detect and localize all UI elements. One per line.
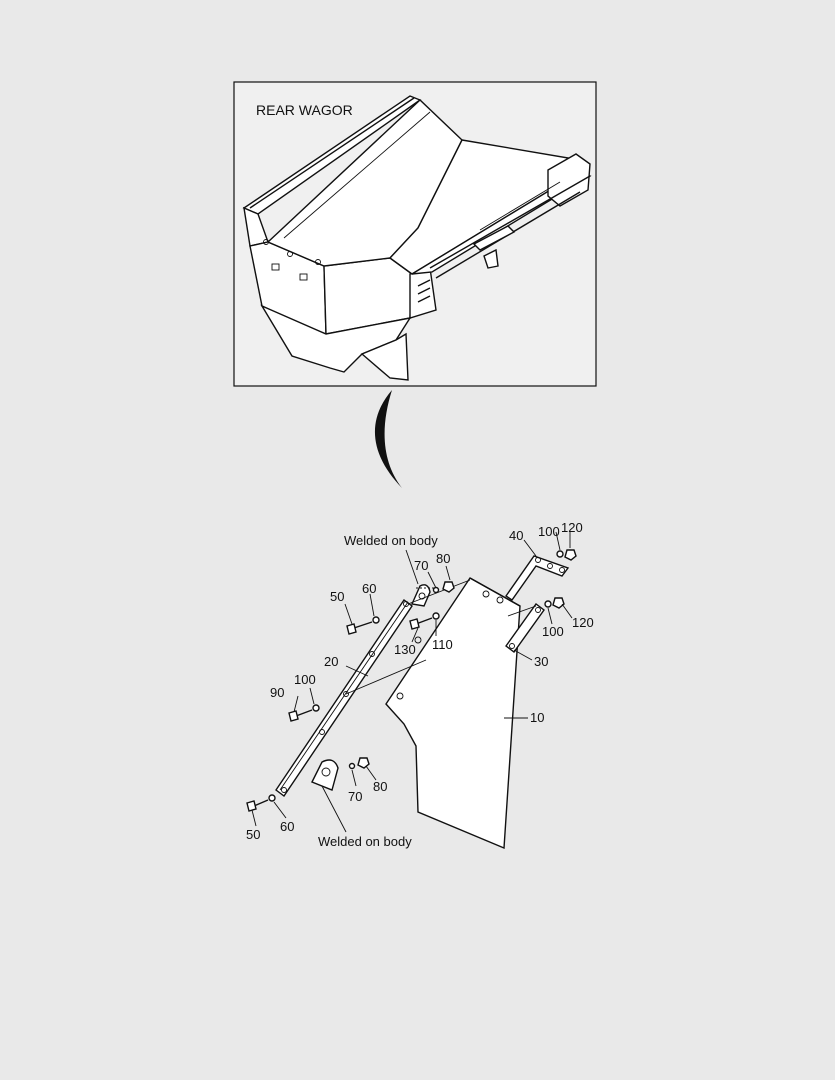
annotation-welded-top: Welded on body — [344, 533, 438, 548]
bolt-50-bottom — [246, 799, 269, 812]
washer-110 — [432, 612, 440, 620]
rear-wagon-body-illustration — [242, 95, 592, 381]
callout-80-bottom: 80 — [373, 779, 387, 794]
callout-50-top: 50 — [330, 589, 344, 604]
callout-20: 20 — [324, 654, 338, 669]
washer-60-bottom — [268, 794, 276, 802]
inset-title: REAR WAGOR — [256, 102, 353, 118]
callout-70-bottom: 70 — [348, 789, 362, 804]
inset-overview: REAR WAGOR — [233, 81, 597, 387]
callout-110: 110 — [432, 637, 453, 652]
washer-100-left — [312, 704, 320, 712]
callout-100-left: 100 — [294, 672, 316, 687]
callout-40: 40 — [509, 528, 523, 543]
callout-100-top-right: 100 — [538, 524, 560, 539]
exploded-view: 10 20 30 40 50 50 60 60 70 70 80 80 90 1… — [246, 520, 594, 850]
nut-80-bottom — [357, 757, 370, 769]
callout-70-top: 70 — [414, 558, 428, 573]
welded-lug-bottom — [311, 759, 339, 791]
callout-60-bottom: 60 — [280, 819, 294, 834]
bolt-90 — [288, 709, 313, 722]
callout-10: 10 — [530, 710, 544, 725]
part-30-bracket — [505, 603, 545, 653]
assembly-line-30 — [507, 605, 537, 617]
callout-80-top: 80 — [436, 551, 450, 566]
nut-120-top-right — [564, 549, 577, 561]
callout-120-top-right: 120 — [561, 520, 583, 535]
welded-lug-top — [410, 584, 436, 607]
bolt-50-top — [346, 621, 373, 635]
callout-120-right: 120 — [572, 615, 594, 630]
callout-labels: 10 20 30 40 50 50 60 60 70 70 80 80 90 1… — [246, 520, 594, 842]
part-10-mud-guard-plate — [385, 577, 521, 850]
washer-60-top — [372, 616, 380, 624]
callout-30: 30 — [534, 654, 548, 669]
washer-100-right — [544, 600, 552, 608]
part-20-support-bar — [275, 598, 413, 798]
washer-70-top — [432, 586, 440, 594]
callout-90: 90 — [270, 685, 284, 700]
zoom-leader-arc — [374, 390, 402, 488]
nut-80-top — [442, 581, 455, 593]
nut-120-right — [552, 597, 565, 609]
callout-100-right: 100 — [542, 624, 564, 639]
leader-lines — [251, 531, 573, 833]
annotation-welded-bottom: Welded on body — [318, 834, 412, 849]
callout-130: 130 — [394, 642, 416, 657]
washer-70-bottom — [348, 762, 356, 770]
callout-60-top: 60 — [362, 581, 376, 596]
callout-50-bottom: 50 — [246, 827, 260, 842]
part-40-bracket — [505, 555, 570, 601]
assembly-line-90 — [345, 659, 427, 695]
bolt-130 — [409, 617, 433, 630]
washer-100-top-right — [556, 550, 564, 558]
assembly-line-top — [407, 579, 471, 605]
